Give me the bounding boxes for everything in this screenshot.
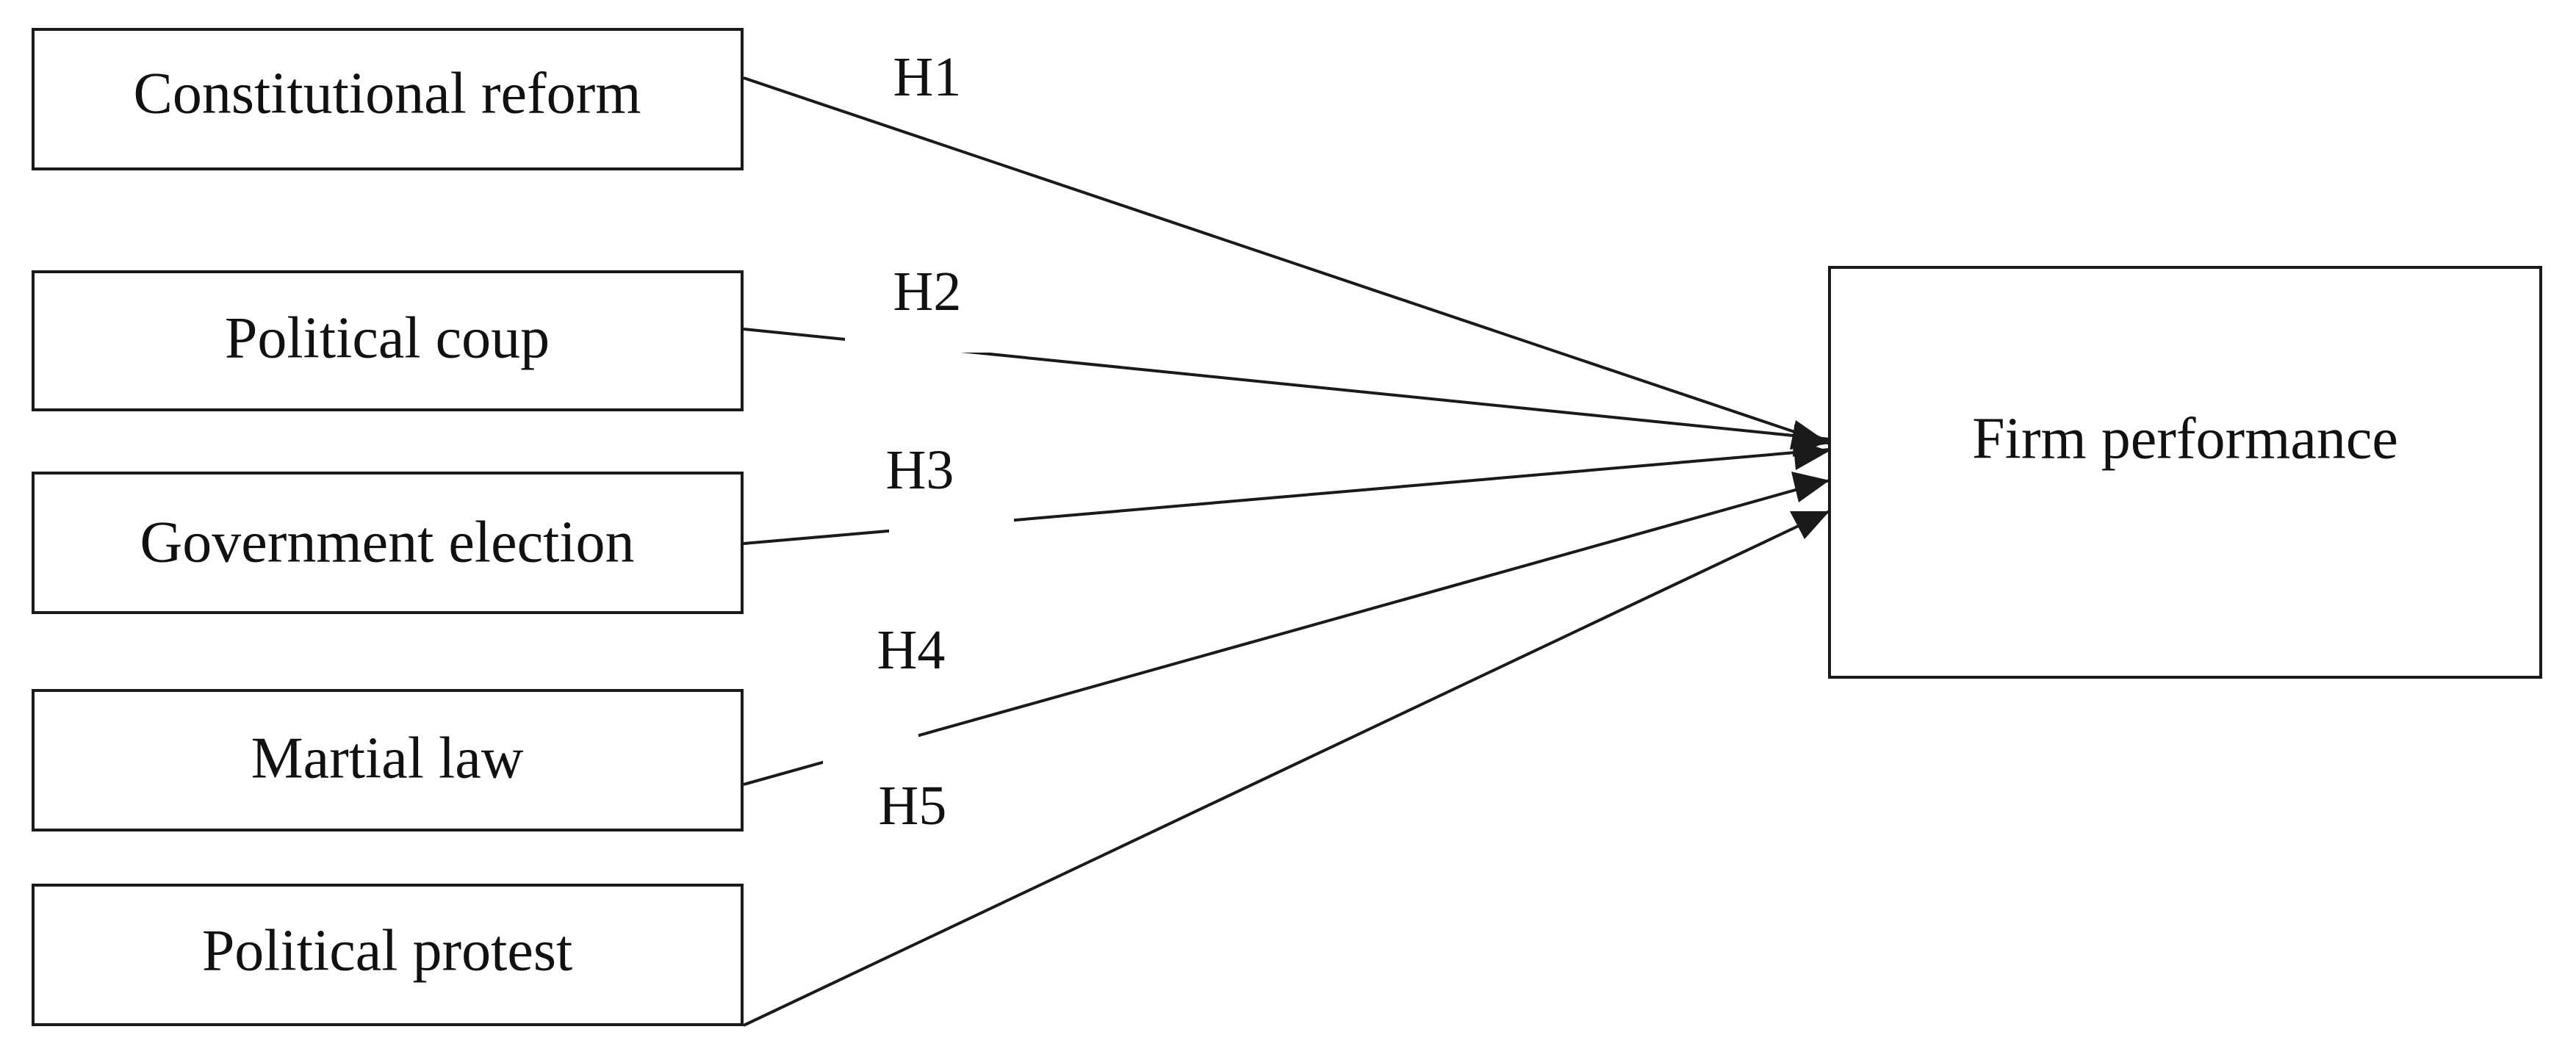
hypothesis-label-h3: H3 <box>886 439 954 501</box>
outcome-box-firm-performance: Firm performance <box>1828 266 2542 679</box>
box-firm-performance <box>1828 266 2542 679</box>
predictor-box-political-coup: Political coup <box>32 270 744 411</box>
arrows-group <box>743 76 1830 1027</box>
arrowheads-group <box>1790 420 1830 539</box>
box-political-coup <box>32 270 744 411</box>
line-gaps <box>823 309 1018 790</box>
predictor-box-political-protest: Political protest <box>32 884 744 1026</box>
arrowhead-h4 <box>1791 472 1830 502</box>
arrowhead-h3 <box>1793 439 1830 470</box>
label-political-protest: Political protest <box>202 918 572 983</box>
label-political-coup: Political coup <box>225 306 550 370</box>
hypothesis-label-h1: H1 <box>893 46 962 108</box>
box-political-protest <box>32 884 744 1026</box>
hypothesis-label-h5: H5 <box>879 775 947 837</box>
label-government-election: Government election <box>140 510 634 574</box>
label-firm-performance: Firm performance <box>1972 406 2398 471</box>
box-government-election <box>32 472 744 614</box>
gap-h3 <box>889 511 1014 547</box>
predictor-box-martial-law: Martial law <box>32 689 744 831</box>
hypothesis-label-h4: H4 <box>877 619 946 681</box>
arrow-h1 <box>743 76 1830 445</box>
box-martial-law <box>32 689 744 831</box>
gap-h2 <box>845 309 1018 353</box>
hypothesis-labels: H1 H2 H3 H4 H5 <box>877 46 962 837</box>
label-martial-law: Martial law <box>251 726 524 790</box>
arrowhead-h5 <box>1790 511 1830 539</box>
label-constitutional-reform: Constitutional reform <box>133 61 641 126</box>
arrow-h5 <box>743 510 1830 1027</box>
box-constitutional-reform <box>32 28 744 170</box>
arrow-h4 <box>743 479 1830 786</box>
predictor-box-government-election: Government election <box>32 472 744 614</box>
gap-h4 <box>823 724 918 790</box>
predictor-box-constitutional-reform: Constitutional reform <box>32 28 744 170</box>
hypothesis-label-h2: H2 <box>893 261 962 322</box>
